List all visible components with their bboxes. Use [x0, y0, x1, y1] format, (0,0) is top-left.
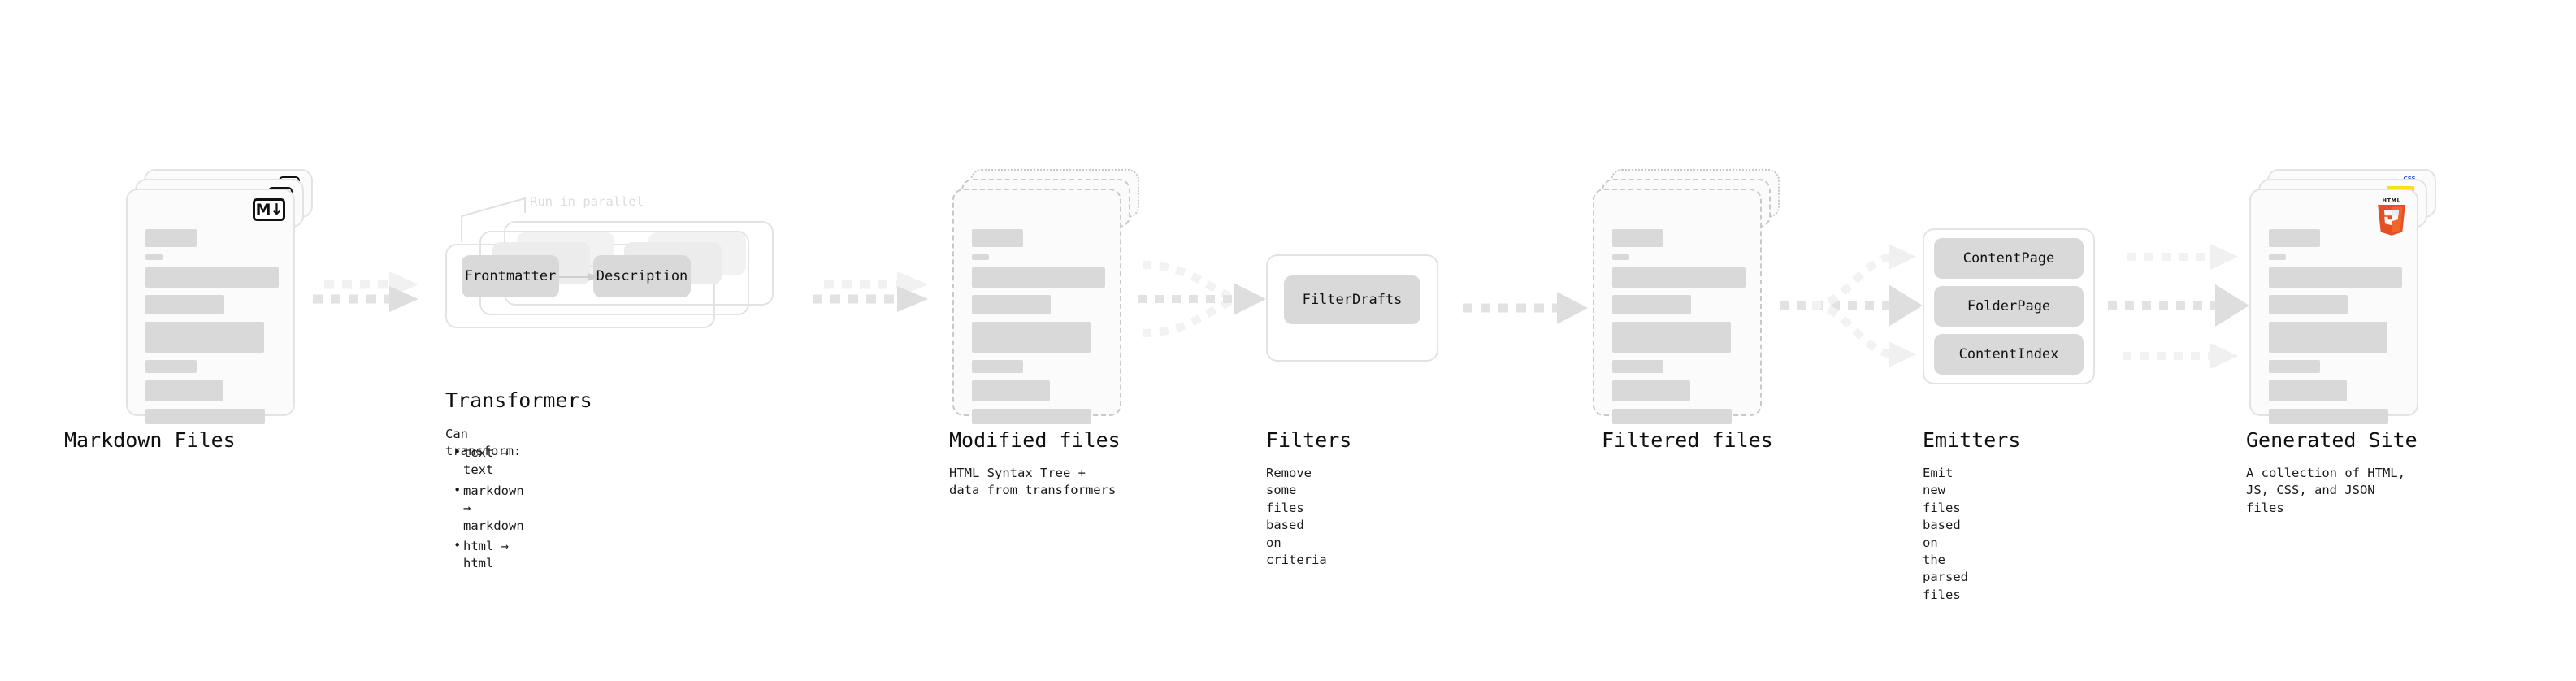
list-item-label: markdown → markdown — [463, 483, 524, 533]
placeholder-bar — [2269, 229, 2320, 247]
bullet-icon: • — [453, 537, 462, 553]
transformer-pill-description[interactable]: Description — [593, 255, 691, 297]
transformers-subtitle-heading: Can transform: — [445, 427, 522, 459]
emitters-subtitle: Emit new files based on the parsed files — [1923, 466, 1968, 602]
placeholder-bar — [145, 380, 223, 401]
filtered-file-stack — [1593, 169, 1780, 424]
emitter-pill-contentindex[interactable]: ContentIndex — [1934, 334, 2084, 375]
connector-filters-to-filtered — [1463, 292, 1588, 324]
placeholder-bar — [2269, 409, 2388, 424]
stage-markdown-files: M↓ M↓ M↓ Markdown Files — [64, 169, 313, 452]
transformer-pill-frontmatter[interactable]: Frontmatter — [462, 255, 559, 297]
emitters-group-box — [1923, 228, 2095, 384]
connector-transformers-to-modified — [813, 271, 928, 312]
generated-site-stack: CSS HTML — [2249, 169, 2436, 424]
list-item-label: text → text — [463, 445, 509, 478]
placeholder-bar — [972, 322, 1091, 353]
placeholder-bar — [1612, 322, 1731, 353]
placeholder-bar — [2269, 380, 2347, 401]
placeholder-bar — [972, 360, 1023, 373]
list-item: • text → text — [452, 445, 524, 479]
modified-files-subtitle: HTML Syntax Tree + data from transformer… — [949, 466, 1117, 498]
stage-modified-files: Modified files HTML Syntax Tree + data f… — [949, 169, 1139, 497]
filters-group-box — [1266, 254, 1438, 362]
list-item-label: html → html — [463, 538, 509, 571]
card-placeholder-bars — [145, 229, 282, 432]
card-placeholder-bars — [2269, 229, 2405, 432]
placeholder-bar — [145, 267, 279, 288]
placeholder-bar — [972, 229, 1023, 247]
placeholder-bar — [145, 360, 197, 373]
placeholder-bar — [2269, 295, 2348, 314]
placeholder-bar — [1612, 409, 1732, 424]
placeholder-bar — [2269, 267, 2402, 288]
placeholder-bar — [145, 322, 264, 353]
placeholder-bar — [145, 229, 197, 247]
filters-subtitle: Remove some files based on criteria — [1266, 466, 1327, 567]
modified-file-card-front — [952, 189, 1121, 424]
stage-title-modified-files: Modified files — [949, 428, 1121, 452]
bullet-icon: • — [453, 445, 462, 459]
html5-badge-icon: HTML — [2378, 198, 2405, 236]
list-item: • html → html — [452, 538, 524, 573]
placeholder-bar — [1612, 380, 1690, 401]
markdown-badge-icon: M↓ — [253, 198, 285, 221]
stage-title-generated-site: Generated Site — [2246, 428, 2418, 452]
placeholder-bar — [1612, 360, 1663, 373]
markdown-file-stack: M↓ M↓ M↓ — [126, 169, 313, 424]
emitter-pill-folderpage[interactable]: FolderPage — [1934, 286, 2084, 327]
filtered-file-card-front — [1593, 189, 1762, 424]
placeholder-bar — [972, 267, 1105, 288]
connector-markdown-to-transformers — [313, 271, 418, 312]
placeholder-bar — [2269, 254, 2286, 260]
filter-pill-filterdrafts[interactable]: FilterDrafts — [1284, 275, 1420, 324]
transformer-inner-arrow — [559, 273, 598, 281]
run-in-parallel-bracket — [461, 197, 526, 242]
connector-filtered-to-emitters — [1780, 244, 1923, 367]
stage-filtered-files: Filtered files — [1593, 169, 1780, 452]
emitter-pill-contentpage[interactable]: ContentPage — [1934, 238, 2084, 279]
placeholder-bar — [145, 254, 163, 260]
stage-title-markdown-files: Markdown Files — [64, 428, 236, 452]
placeholder-bar — [972, 254, 989, 260]
connector-emitters-to-generated — [2108, 244, 2249, 369]
generated-site-subtitle: A collection of HTML, JS, CSS, and JSON … — [2246, 466, 2405, 515]
placeholder-bar — [972, 380, 1050, 401]
run-in-parallel-label: Run in parallel — [530, 194, 644, 209]
card-placeholder-bars — [972, 229, 1108, 432]
stage-title-transformers: Transformers — [445, 388, 592, 412]
bullet-icon: • — [453, 482, 462, 497]
connector-modified-to-filters — [1138, 261, 1266, 337]
placeholder-bar — [1612, 267, 1746, 288]
placeholder-bar — [972, 409, 1091, 424]
placeholder-bar — [1612, 295, 1691, 314]
stage-generated-site: CSS HTML — [2246, 169, 2436, 515]
generated-site-card-front: HTML — [2249, 189, 2418, 424]
markdown-file-card-front: M↓ — [126, 189, 295, 424]
stage-title-filters: Filters — [1266, 428, 1352, 452]
stage-title-filtered-files: Filtered files — [1602, 428, 1773, 452]
placeholder-bar — [145, 295, 224, 314]
placeholder-bar — [1612, 254, 1629, 260]
list-item: • markdown → markdown — [452, 483, 524, 535]
card-placeholder-bars — [1612, 229, 1749, 432]
svg-text:HTML: HTML — [2383, 198, 2401, 204]
placeholder-bar — [2269, 322, 2387, 353]
transformers-capability-list: • text → text • markdown → markdown • ht… — [452, 445, 524, 573]
placeholder-bar — [972, 295, 1051, 314]
stage-title-emitters: Emitters — [1923, 428, 2021, 452]
placeholder-bar — [2269, 360, 2320, 373]
placeholder-bar — [1612, 229, 1663, 247]
modified-file-stack — [952, 169, 1139, 424]
placeholder-bar — [145, 409, 265, 424]
